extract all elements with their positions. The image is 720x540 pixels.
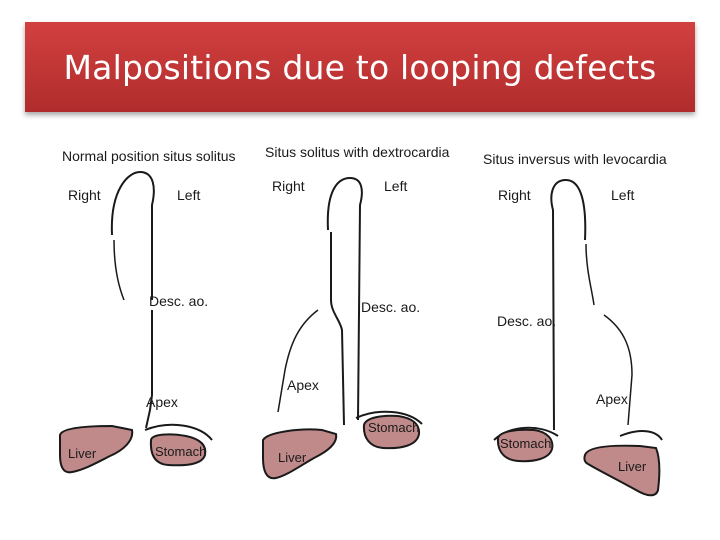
diaphragm-arc-right bbox=[619, 430, 663, 441]
heart-right-border-outline bbox=[113, 239, 125, 301]
liver-shape bbox=[262, 428, 338, 480]
liver-label: Liver bbox=[278, 450, 307, 465]
heart-left-border-outline bbox=[585, 243, 595, 306]
heart-right-border-outline bbox=[603, 314, 633, 426]
diaphragm-arc bbox=[144, 423, 213, 441]
right-label: Right bbox=[498, 187, 531, 203]
heart-left-border-outline bbox=[330, 232, 345, 426]
stomach-label: Stomach bbox=[155, 444, 206, 459]
left-label: Left bbox=[384, 178, 407, 194]
aortic-arch-outline bbox=[110, 170, 155, 300]
panel-normal-position: Normal position situs solitus Right Left… bbox=[59, 148, 236, 474]
stomach-shape bbox=[362, 414, 421, 450]
desc-ao-label: Desc. ao. bbox=[149, 293, 208, 309]
apex-label: Apex bbox=[596, 391, 628, 407]
title-bar: Malpositions due to looping defects bbox=[25, 22, 695, 112]
slide-title: Malpositions due to looping defects bbox=[63, 47, 657, 87]
panel-situs-inversus: Situs inversus with levocardia Right Lef… bbox=[483, 151, 667, 497]
desc-ao-label: Desc. ao. bbox=[497, 313, 556, 329]
heart-left-border-outline bbox=[145, 310, 153, 429]
right-label: Right bbox=[68, 187, 101, 203]
stomach-label: Stomach bbox=[368, 420, 419, 435]
left-label: Left bbox=[177, 187, 200, 203]
stomach-shape bbox=[496, 428, 554, 463]
diaphragm-arc bbox=[355, 410, 423, 425]
apex-label: Apex bbox=[287, 377, 319, 393]
heart-right-border-outline bbox=[277, 309, 319, 413]
stomach-shape bbox=[149, 433, 207, 467]
liver-label: Liver bbox=[618, 459, 647, 474]
panel-caption: Situs inversus with levocardia bbox=[483, 151, 667, 167]
panel-caption: Situs solitus with dextrocardia bbox=[265, 144, 450, 160]
desc-ao-label: Desc. ao. bbox=[361, 299, 420, 315]
aortic-arch-outline bbox=[550, 178, 587, 431]
aortic-arch-outline bbox=[326, 176, 363, 421]
apex-label: Apex bbox=[146, 394, 178, 410]
panel-caption: Normal position situs solitus bbox=[62, 148, 236, 164]
left-label: Left bbox=[611, 187, 634, 203]
panel-dextrocardia: Situs solitus with dextrocardia Right Le… bbox=[262, 144, 450, 480]
liver-label: Liver bbox=[68, 446, 97, 461]
stomach-label: Stomach bbox=[500, 436, 551, 451]
liver-shape bbox=[583, 444, 661, 497]
liver-shape bbox=[59, 424, 134, 474]
right-label: Right bbox=[272, 178, 305, 194]
